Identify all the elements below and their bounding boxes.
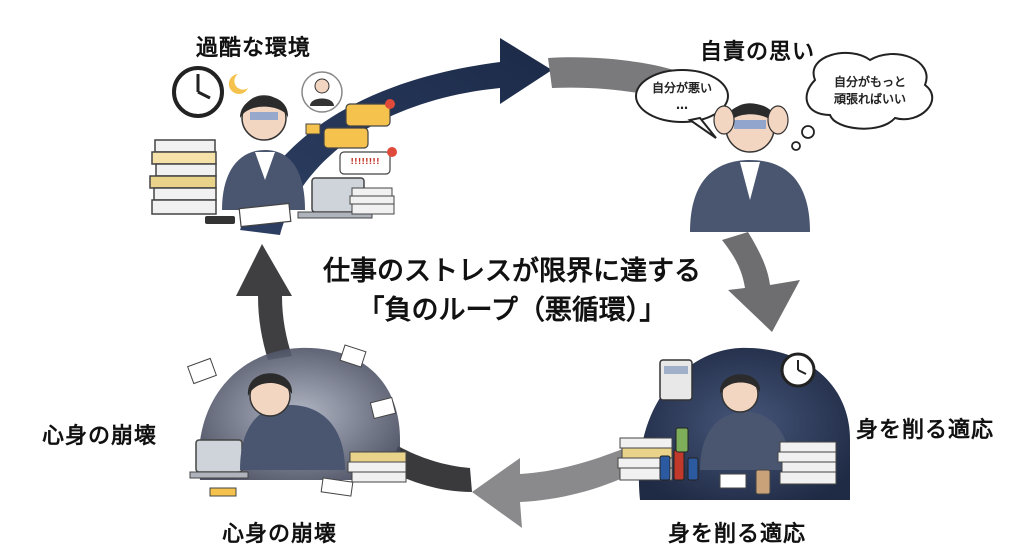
arrow-selfblame-to-adaptation: [722, 232, 800, 332]
illustration-harsh-environment: [149, 66, 397, 228]
label-self-blame: 自責の思い: [700, 40, 816, 65]
arrow-env-to-selfblame: [240, 38, 552, 235]
speech-bubble-text: 自分が悪い …: [650, 80, 714, 114]
arrow-adaptation-to-collapse: [472, 448, 640, 528]
label-collapse-left: 心身の崩壊: [42, 424, 158, 449]
arrow-collapse-to-env: [236, 244, 292, 360]
speech-bubble-line1: 自分が悪い: [651, 81, 712, 95]
label-adaptation-right: 身を削る適応: [856, 418, 995, 443]
label-adaptation-bottom: 身を削る適応: [668, 522, 807, 547]
illustration-adaptation: [617, 347, 850, 500]
thought-bubble-line1: 自分がもっと: [833, 75, 906, 89]
label-collapse-bottom: 心身の崩壊: [222, 522, 338, 547]
illustration-self-blame: [635, 51, 934, 232]
notification-text: !!!!!!!!: [350, 157, 380, 166]
arrow-bottom-dark-segment: [388, 446, 472, 492]
thought-bubble-text: 自分がもっと 頑張ればいい: [822, 74, 918, 108]
label-harsh-environment: 過酷な環境: [196, 36, 312, 61]
center-title-line2: 「負のループ（悪循環）」: [357, 295, 667, 327]
speech-bubble-line2: …: [676, 97, 688, 112]
center-title-line1: 仕事のストレスが限界に達する: [323, 256, 701, 287]
thought-bubble-line2: 頑張ればいい: [833, 91, 906, 106]
center-title: 仕事のストレスが限界に達する 「負のループ（悪循環）」: [262, 252, 762, 330]
illustration-collapse: [187, 344, 407, 497]
